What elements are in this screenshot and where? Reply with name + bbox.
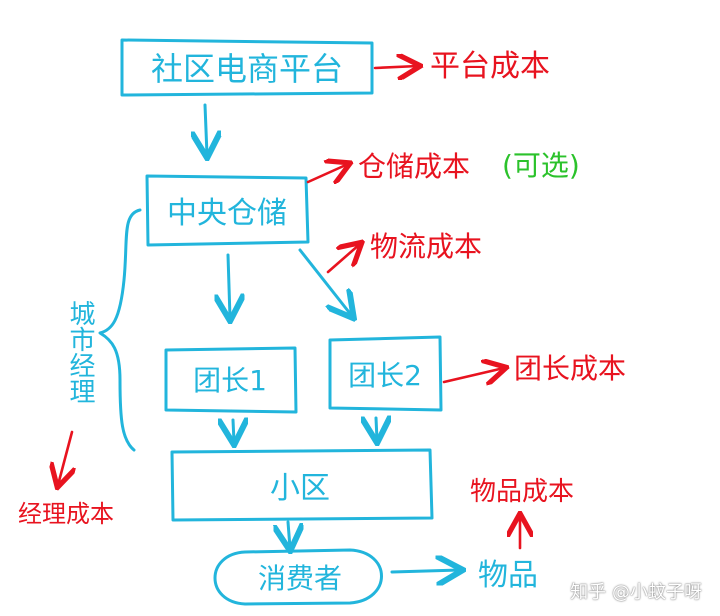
consumer-node: 消费者	[213, 548, 383, 606]
platform-to-warehouse-arrow	[205, 103, 207, 155]
leader2-label: 团长2	[348, 359, 422, 392]
city-manager-label: 城市经理	[65, 300, 95, 404]
community-to-consumer-arrow	[288, 520, 290, 548]
goods-label: 物品	[478, 558, 538, 593]
warehouse-cost-arrow	[306, 164, 348, 182]
logistics-cost-arrow	[326, 244, 360, 274]
warehouse-cost-label: 仓储成本	[358, 150, 470, 183]
consumer-label: 消费者	[258, 562, 342, 595]
warehouse-to-leader1-arrow	[228, 253, 230, 318]
consumer-to-goods-arrow	[390, 570, 460, 572]
warehouse-label: 中央仓储	[167, 196, 287, 231]
platform-label: 社区电商平台	[151, 50, 343, 88]
leader1-label: 团长1	[193, 364, 267, 397]
community-label: 小区	[270, 471, 330, 506]
watermark: 知乎 @小蚊子呀	[570, 582, 702, 603]
leader1-to-community-arrow	[233, 420, 234, 442]
leader2-to-community-arrow	[376, 418, 377, 440]
manager-cost-label: 经理成本	[18, 500, 114, 528]
leader1-node: 团长1	[164, 346, 298, 414]
city-manager-bracket	[98, 208, 142, 452]
goods-cost-label: 物品成本	[470, 477, 574, 507]
leader2-node: 团长2	[328, 335, 443, 412]
manager-cost-arrow	[58, 430, 72, 485]
leader-cost-label: 团长成本	[514, 352, 626, 385]
logistics-cost-label: 物流成本	[370, 230, 482, 263]
warehouse-to-leader2-arrow	[298, 248, 352, 316]
platform-node: 社区电商平台	[120, 38, 374, 97]
platform-cost-label: 平台成本	[430, 49, 550, 84]
platform-cost-arrow	[373, 66, 418, 68]
community-node: 小区	[170, 448, 434, 522]
warehouse-node: 中央仓储	[145, 174, 310, 247]
leader-cost-arrow	[442, 368, 504, 382]
city-manager-text: 城市经理	[65, 300, 95, 404]
optional-note: (可选)	[502, 149, 580, 182]
